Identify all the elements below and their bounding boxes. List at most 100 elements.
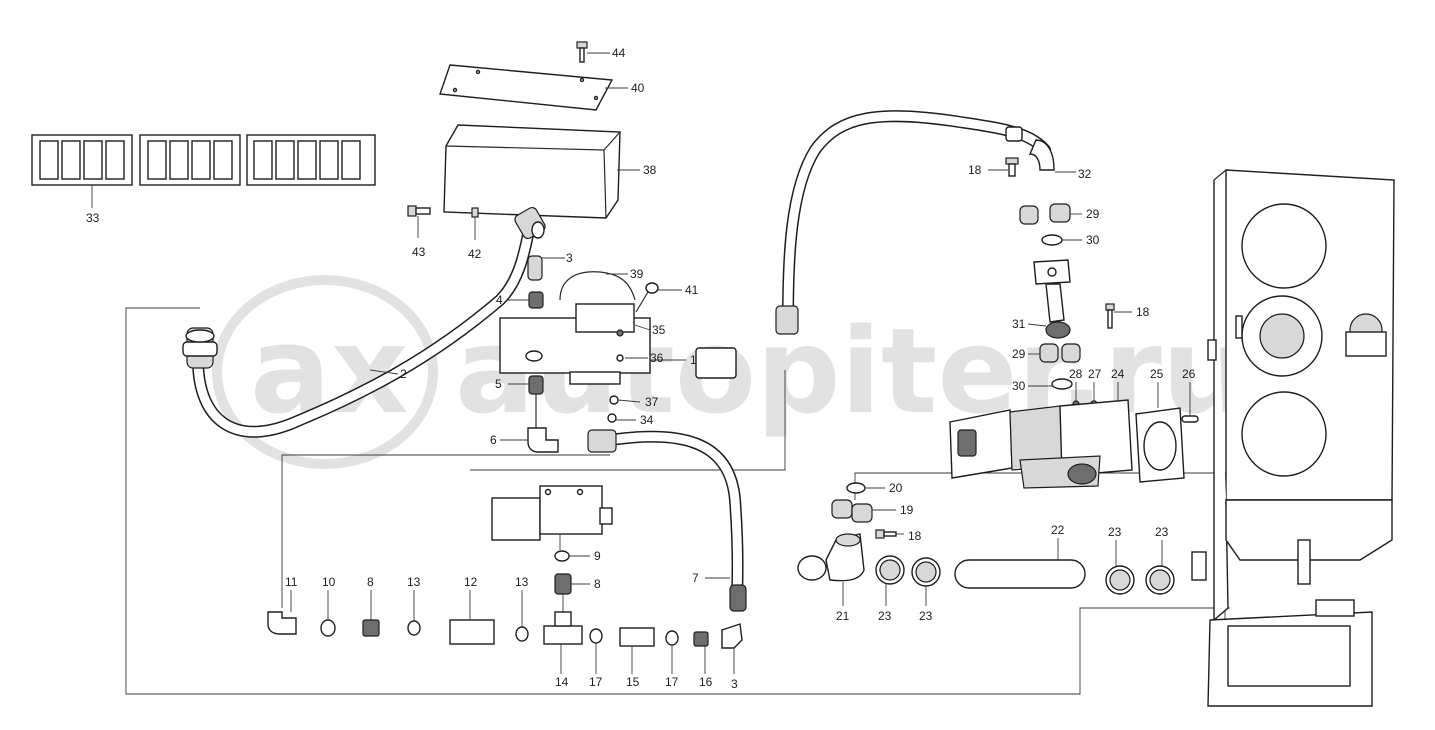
fitting-8-lower [362,590,380,637]
cover-bracket [443,124,640,219]
callout-3-top: 3 [566,251,573,265]
callout-29-top: 29 [1086,207,1100,221]
hose-7 [587,429,747,612]
callout-17-right: 17 [665,675,679,689]
callout-2: 2 [400,367,407,381]
oring-30-top [1041,234,1082,246]
nut-42 [471,207,479,240]
callout-25: 25 [1150,367,1164,381]
callout-37: 37 [645,395,659,409]
callout-6: 6 [490,433,497,447]
callout-23-b: 23 [919,609,933,623]
callout-41: 41 [685,283,699,297]
callout-21: 21 [836,609,850,623]
bolt-44 [576,41,610,63]
callout-38: 38 [643,163,657,177]
callout-23-a: 23 [878,609,892,623]
oring-17-right [665,630,679,674]
callout-39: 39 [630,267,644,281]
gasket-25 [1135,382,1185,483]
fitting-16 [693,631,709,674]
hose-32 [775,110,1076,335]
callout-11: 11 [285,575,298,589]
hose-2 [182,206,546,438]
clamp-23-c [1105,540,1135,595]
valve-block [491,485,613,550]
callout-7: 7 [692,571,699,585]
hydraulic-tank [1191,169,1395,707]
coupling-15 [619,627,655,674]
callout-8-upper: 8 [594,577,601,591]
callout-42: 42 [468,247,482,261]
callout-8-lower: 8 [367,575,374,589]
callout-30-top: 30 [1086,233,1100,247]
oring-13-right [515,590,529,642]
callout-23-c: 23 [1108,525,1122,539]
callout-18-mid: 18 [1136,305,1150,319]
watermark-logo: ax [250,302,408,441]
callout-14: 14 [555,675,569,689]
heater-assembly [499,303,737,385]
callout-44: 44 [612,46,626,60]
callout-4: 4 [496,293,503,307]
bolt-18-mid [1105,303,1132,329]
coupling-12 [449,590,495,645]
callout-12: 12 [464,575,478,589]
callout-28: 28 [1069,367,1083,381]
callout-10: 10 [322,575,336,589]
callout-15: 15 [626,675,640,689]
clamp-29-mid [1028,343,1081,363]
callout-23-d: 23 [1155,525,1169,539]
gauge-panels [31,134,376,208]
bolt-18-low [875,529,904,539]
fitting-5 [508,375,544,428]
callout-24: 24 [1111,367,1125,381]
oring-10 [320,590,336,637]
callout-36: 36 [650,351,664,365]
callout-5: 5 [495,377,502,391]
callout-19: 19 [900,503,914,517]
callout-3-bottom: 3 [731,677,738,691]
callout-16: 16 [699,675,713,689]
callout-26: 26 [1182,367,1196,381]
wire-39 [559,271,636,301]
clamp-23-a [875,555,905,606]
callout-35: 35 [652,323,666,337]
pump-assembly [949,382,1133,489]
callout-33: 33 [86,211,100,225]
washer-9 [554,550,590,562]
pin-26 [1181,382,1199,423]
clamp-23-b [911,557,941,606]
flange-31 [1027,259,1071,339]
callout-18-top: 18 [968,163,982,177]
bolt-43 [407,205,431,238]
tee-14 [543,611,583,674]
fitting-3-top [527,255,565,281]
oring-20 [846,482,885,494]
oring-30-mid [1028,378,1073,390]
callout-32: 32 [1078,167,1092,181]
lug-41 [635,282,682,313]
clamp-23-d [1145,540,1175,595]
callout-9: 9 [594,549,601,563]
callout-20: 20 [889,481,903,495]
hose-22 [954,538,1086,589]
fitting-8-upper [554,573,590,614]
callout-31: 31 [1012,317,1026,331]
cover-plate [439,64,628,111]
fitting-4 [508,291,544,309]
callout-13-right: 13 [515,575,529,589]
callout-40: 40 [631,81,645,95]
bolt-34 [607,413,636,423]
callout-17-left: 17 [589,675,603,689]
callout-18-low: 18 [908,529,922,543]
callout-27: 27 [1088,367,1102,381]
callout-34: 34 [640,413,654,427]
callout-labels: 44 40 38 33 43 42 3 39 41 4 35 36 1 2 5 … [86,46,1196,691]
elbow-21 [797,533,865,606]
callout-29-mid: 29 [1012,347,1026,361]
callout-43: 43 [412,245,426,259]
oring-13-left [407,590,421,636]
callout-30-mid: 30 [1012,379,1026,393]
